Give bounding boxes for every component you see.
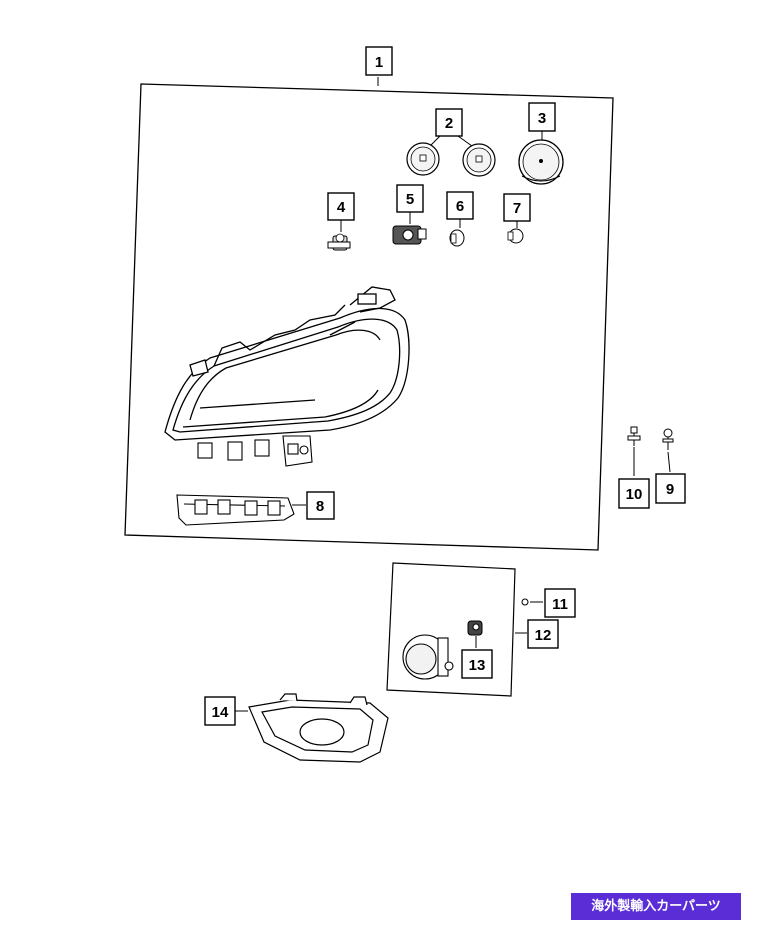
callout-14: 14 xyxy=(204,696,236,726)
callout-5-label: 5 xyxy=(406,191,414,208)
callout-10: 10 xyxy=(618,478,650,509)
callout-13-label: 13 xyxy=(469,657,486,674)
callout-13: 13 xyxy=(461,649,493,679)
headlamp-body xyxy=(164,286,410,441)
bulb-13 xyxy=(467,620,483,636)
clip-11 xyxy=(521,598,529,606)
callout-9-label: 9 xyxy=(666,481,674,498)
callout-4: 4 xyxy=(327,192,355,221)
callout-14-label: 14 xyxy=(212,704,229,721)
headlamp-assembly-frame xyxy=(124,83,614,551)
bulb-cover-small-left xyxy=(406,142,440,176)
screw-9 xyxy=(662,428,674,450)
watermark-badge: 海外製輸入カーパーツ xyxy=(571,893,741,920)
fog-lamp-frame xyxy=(386,562,516,697)
bulb-4 xyxy=(327,233,351,251)
screw-10 xyxy=(627,426,641,446)
callout-11: 11 xyxy=(544,588,576,618)
callout-12-label: 12 xyxy=(535,627,552,644)
callout-9: 9 xyxy=(655,473,686,504)
callout-2: 2 xyxy=(435,108,463,137)
callout-8: 8 xyxy=(306,491,335,520)
fog-lamp-bezel xyxy=(248,693,389,763)
callout-12: 12 xyxy=(527,619,559,649)
bulb-cover-small-right xyxy=(462,143,496,177)
callout-10-label: 10 xyxy=(626,486,643,503)
callout-8-label: 8 xyxy=(316,498,324,515)
callout-11-label: 11 xyxy=(552,596,568,613)
callout-4-label: 4 xyxy=(337,199,346,216)
callout-7: 7 xyxy=(503,193,531,222)
headlamp-mounting-tabs xyxy=(197,435,313,467)
headlamp-bracket xyxy=(176,494,295,526)
callout-3-label: 3 xyxy=(538,110,546,127)
callout-7-label: 7 xyxy=(513,200,521,217)
callout-1: 1 xyxy=(365,46,393,76)
bulb-7 xyxy=(507,228,524,244)
fog-lamp xyxy=(402,634,454,680)
callout-2-label: 2 xyxy=(445,115,453,132)
callout-1-label: 1 xyxy=(375,54,383,71)
callout-3: 3 xyxy=(528,102,556,132)
callout-6-label: 6 xyxy=(456,198,464,215)
bulb-5 xyxy=(392,225,427,245)
callout-5: 5 xyxy=(396,184,424,213)
callout-6: 6 xyxy=(446,191,474,220)
bulb-6 xyxy=(449,229,465,247)
bulb-cover-large xyxy=(518,139,564,185)
